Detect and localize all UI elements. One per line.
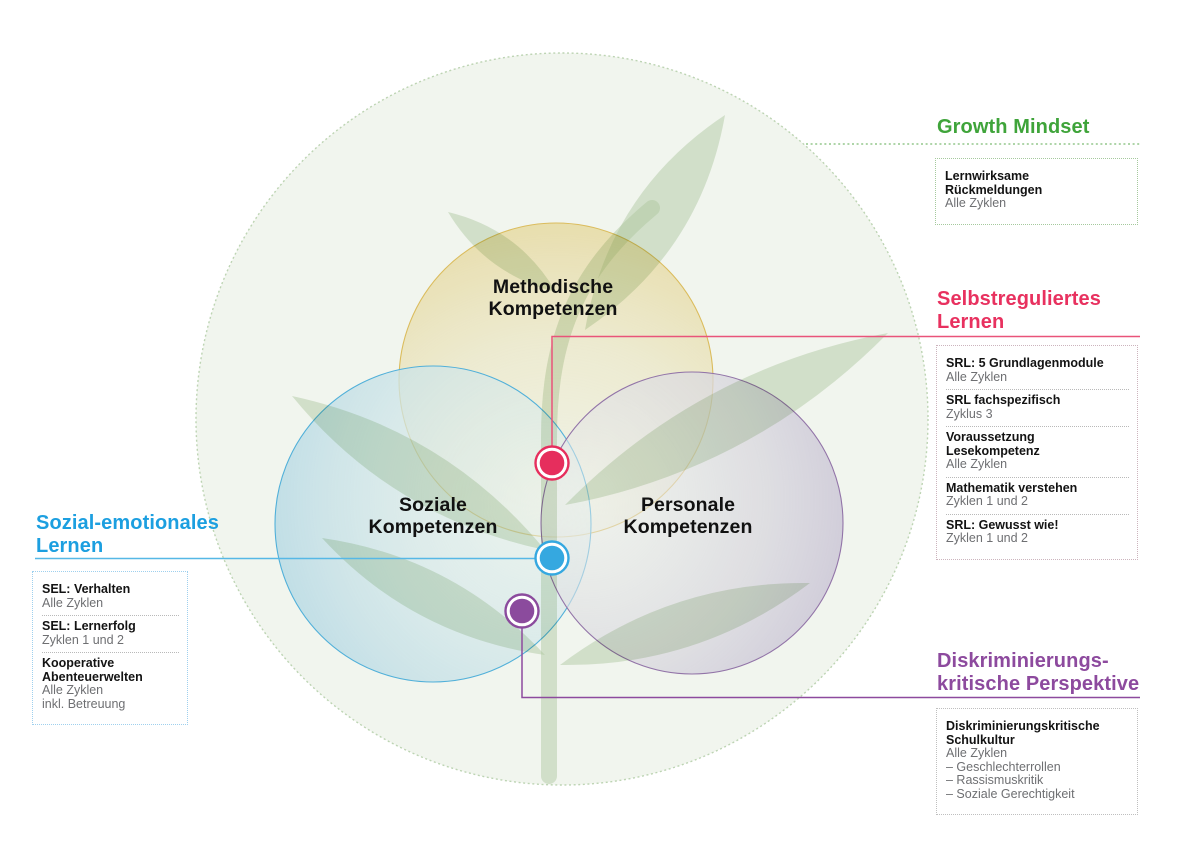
panel-item-sub: – Soziale Gerechtigkeit (946, 786, 1075, 801)
leaf-right (565, 333, 888, 505)
soziale-label: Soziale Kompetenzen (323, 494, 543, 538)
panel-item-sub: Alle Zyklen (42, 683, 104, 697)
srl-heading: Selbstreguliertes Lernen (937, 288, 1101, 333)
panel-item-title: Diskriminierungskritische Schulkultur (946, 719, 1100, 747)
growth-heading: Growth Mindset (937, 116, 1090, 139)
panel-item-sub: – Rassismuskritik (946, 773, 1044, 787)
srl-heading-line2: Lernen (937, 310, 1005, 333)
growth-panel: Lernwirksame Rückmeldungen Alle Zyklen (935, 158, 1138, 225)
panel-item-title: Kooperative Abenteuerwelten (42, 656, 143, 684)
srl-heading-line1: Selbstreguliertes (937, 288, 1101, 310)
personale-label-line2: Kompetenzen (623, 516, 753, 538)
panel-item: Lernwirksame Rückmeldungen Alle Zyklen (945, 166, 1129, 216)
disk-heading-line2: kritische Perspektive (937, 672, 1140, 695)
panel-item-sub: Zyklus 3 (946, 406, 993, 421)
srl-panel: SRL: 5 Grundlagenmodule Alle Zyklen SRL … (936, 345, 1138, 560)
panel-item-title: SRL: 5 Grundlagenmodule (946, 356, 1104, 370)
sel-panel: SEL: Verhalten Alle Zyklen SEL: Lernerfo… (32, 571, 188, 725)
panel-item: Mathematik verstehen Zyklen 1 und 2 (946, 476, 1129, 514)
leaf-upper-left (448, 212, 556, 292)
panel-item-sub: Alle Zyklen (946, 457, 1008, 471)
disk-heading-line1: Diskriminierungs- (937, 650, 1109, 672)
methodische-label: Methodische Kompetenzen (443, 276, 663, 320)
panel-item-sub: – Geschlechterrollen (946, 759, 1061, 774)
panel-item-sub: inkl. Betreuung (42, 696, 126, 711)
leaf-left (292, 396, 545, 550)
panel-item-sub: Alle Zyklen (946, 369, 1008, 384)
panel-item: SRL: 5 Grundlagenmodule Alle Zyklen (946, 353, 1129, 389)
panel-item-sub: Alle Zyklen (42, 595, 104, 610)
panel-item-title: Voraussetzung Lesekompetenz (946, 430, 1040, 458)
methodische-label-line2: Kompetenzen (488, 298, 618, 320)
sel-heading-line2: Lernen (36, 534, 104, 557)
personale-label: Personale Kompetenzen (578, 494, 798, 538)
panel-item-sub: Alle Zyklen (946, 746, 1008, 760)
disk-dot-core (509, 598, 535, 624)
panel-item: Kooperative Abenteuerwelten Alle Zyklen … (42, 652, 179, 716)
sel-dot-core (539, 545, 565, 571)
panel-item-title: Mathematik verstehen (946, 480, 1078, 495)
disk-connector-line (521, 622, 1140, 699)
plant-motif (292, 115, 888, 784)
srl-dot-core (539, 450, 565, 476)
leaf-top (585, 115, 725, 330)
panel-item: Voraussetzung Lesekompetenz Alle Zyklen (946, 426, 1129, 477)
disk-dot (504, 593, 540, 629)
panel-item-sub: Alle Zyklen (945, 196, 1007, 210)
sel-heading-line1: Sozial-emotionales (36, 512, 219, 534)
leaf-lower-left (322, 538, 545, 655)
srl-connector-line (551, 335, 1140, 450)
panel-item-title: SEL: Verhalten (42, 582, 131, 596)
growth-heading-text: Growth Mindset (937, 116, 1090, 138)
soziale-label-line1: Soziale (399, 494, 467, 516)
disk-panel: Diskriminierungskritische Schulkultur Al… (936, 708, 1138, 815)
panel-item-title: Lernwirksame Rückmeldungen (945, 169, 1043, 197)
disk-heading: Diskriminierungs- kritische Perspektive (937, 650, 1139, 695)
sel-dot (534, 540, 570, 576)
leaf-lower-right (560, 582, 810, 666)
panel-item: SRL fachspezifisch Zyklus 3 (946, 389, 1129, 426)
panel-item-title: SRL: Gewusst wie! (946, 517, 1059, 532)
panel-item-title: SEL: Lernerfolg (42, 619, 136, 633)
personale-label-line1: Personale (640, 494, 736, 516)
panel-item-sub: Zyklen 1 und 2 (42, 632, 124, 647)
srl-dot (534, 445, 570, 481)
panel-item: Diskriminierungskritische Schulkultur Al… (946, 716, 1129, 806)
panel-item: SEL: Lernerfolg Zyklen 1 und 2 (42, 615, 179, 652)
panel-item-title: SRL fachspezifisch (946, 393, 1061, 407)
panel-item-sub: Zyklen 1 und 2 (946, 494, 1028, 508)
panel-item: SEL: Verhalten Alle Zyklen (42, 579, 179, 615)
methodische-label-line1: Methodische (492, 276, 614, 298)
soziale-label-line2: Kompetenzen (368, 516, 498, 538)
sel-heading: Sozial-emotionales Lernen (36, 512, 219, 557)
panel-item-sub: Zyklen 1 und 2 (946, 531, 1028, 545)
panel-item: SRL: Gewusst wie! Zyklen 1 und 2 (946, 513, 1129, 551)
